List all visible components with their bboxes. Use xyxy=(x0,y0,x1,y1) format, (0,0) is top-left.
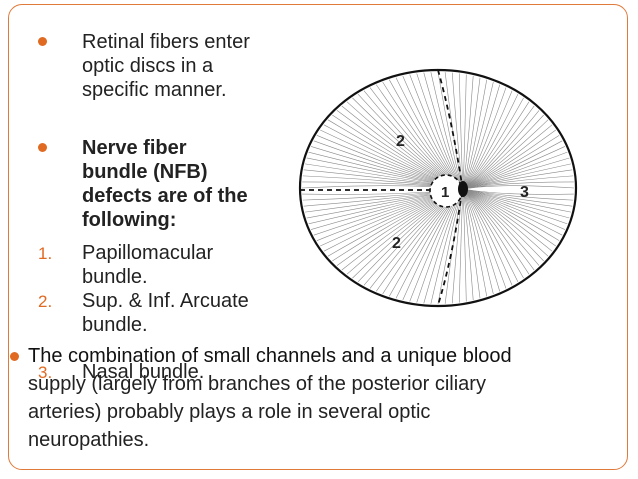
list-item-1-line: Papillomacular xyxy=(82,242,214,264)
fiber-line xyxy=(462,188,544,262)
bullet-dot-1 xyxy=(38,37,47,46)
fiber-line xyxy=(462,114,544,190)
bullet1-line: specific manner. xyxy=(82,79,227,101)
inferior-dashed-boundary xyxy=(437,191,463,306)
label-nasal: 3 xyxy=(520,184,529,201)
fiber-line xyxy=(462,188,549,257)
list-item-2-line: bundle. xyxy=(82,314,148,336)
bullet2-line: Nerve fiber xyxy=(82,137,187,159)
list-item-2-line: Sup. & Inf. Arcuate xyxy=(82,290,249,312)
fiber-line xyxy=(462,110,540,190)
bullet1-line: Retinal fibers enter xyxy=(82,31,250,53)
list-number-3: 3. xyxy=(38,363,53,382)
bullet3-line: arteries) probably plays a role in sever… xyxy=(28,401,431,423)
fiber-line xyxy=(462,188,519,282)
list-item-3-line: Nasal bundle. xyxy=(82,361,205,383)
fiber-line xyxy=(462,101,530,190)
bullet3-line: supply (largely from branches of the pos… xyxy=(28,373,486,395)
fiber-line xyxy=(462,94,519,190)
slide-frame xyxy=(8,4,628,470)
list-item-1-line: bundle. xyxy=(82,266,148,288)
fiber-line xyxy=(462,119,549,190)
fiber-line xyxy=(462,135,560,190)
fiber-line xyxy=(462,181,574,190)
bullet2-line: defects are of the xyxy=(82,185,248,207)
list-number-2: 2. xyxy=(38,292,53,311)
fiber-line xyxy=(462,188,540,266)
fiber-line xyxy=(462,97,524,190)
superior-dashed-boundary xyxy=(437,69,463,186)
bullet1-line: optic discs in a xyxy=(82,55,214,77)
optic-disc xyxy=(458,181,468,197)
fiber-line xyxy=(462,188,553,252)
list-number-1: 1. xyxy=(38,244,53,263)
bullet2-line: following: xyxy=(82,209,177,231)
bullet-dot-2 xyxy=(38,143,47,152)
label-inferior: 2 xyxy=(392,235,401,252)
fiber-line xyxy=(462,129,556,190)
label-superior: 2 xyxy=(396,133,405,150)
bullet-dot-3 xyxy=(10,352,19,361)
bullet3-line: neuropathies. xyxy=(28,429,150,451)
fiber-line xyxy=(462,188,530,275)
fiber-line xyxy=(462,105,535,190)
fiber-line xyxy=(462,124,553,190)
fiber-line xyxy=(462,188,556,247)
bullet2-line: bundle (NFB) xyxy=(82,161,208,183)
fiber-line xyxy=(462,188,524,279)
fiber-line xyxy=(462,188,535,271)
label-disc: 1 xyxy=(441,184,449,201)
bullet3-line: The combination of small channels and a … xyxy=(28,345,512,367)
